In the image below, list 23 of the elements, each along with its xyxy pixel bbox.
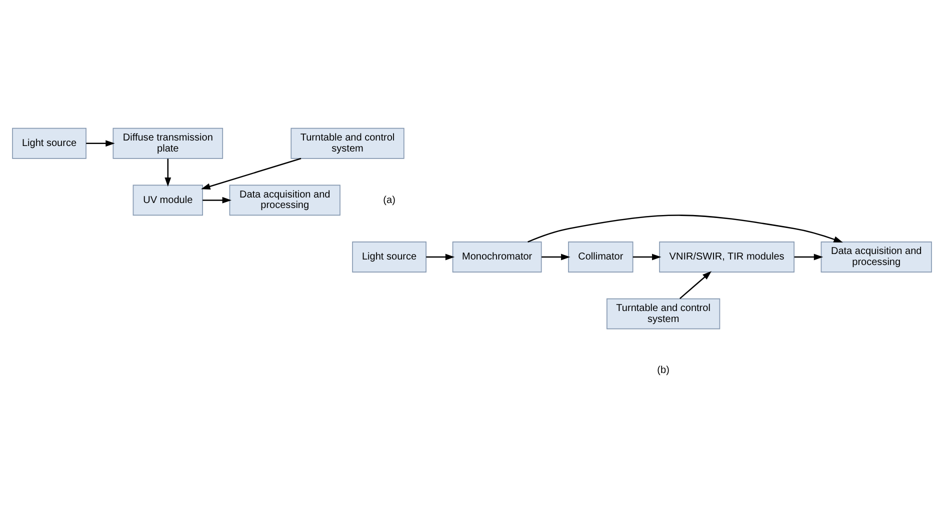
- arrow: [202, 196, 232, 203]
- arrow: [542, 253, 570, 260]
- node-box: Collimator: [568, 241, 634, 272]
- node-box: Data acquisition and processing: [229, 184, 340, 216]
- node-box: Turntable and control system: [290, 127, 404, 158]
- node-box: Diffuse transmission plate: [112, 127, 224, 158]
- node-box: Monochromator: [452, 241, 542, 272]
- arrow: [201, 157, 302, 190]
- arrow: [164, 158, 172, 186]
- label: (b): [657, 364, 670, 376]
- arrow: [632, 253, 662, 260]
- arrow: [426, 253, 455, 260]
- node-box: VNIR/SWIR, TIR modules: [659, 241, 794, 272]
- arrow: [794, 253, 824, 260]
- node-box: Data acquisition and processing: [820, 241, 932, 272]
- node-box: Light source: [352, 241, 426, 272]
- node-box: UV module: [132, 184, 203, 216]
- arrow: [679, 270, 712, 299]
- node-box: Turntable and control system: [606, 298, 720, 329]
- node-box: Light source: [12, 127, 86, 158]
- arrow: [86, 140, 115, 146]
- label: (a): [383, 194, 396, 206]
- arrow: [528, 214, 843, 242]
